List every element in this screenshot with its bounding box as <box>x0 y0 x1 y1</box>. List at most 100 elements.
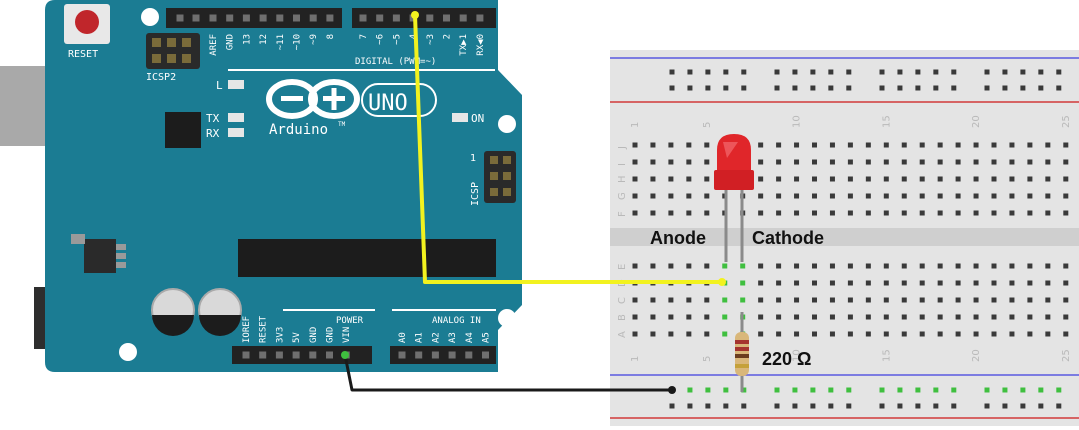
breadboard-hole[interactable] <box>847 176 853 182</box>
breadboard-hole[interactable] <box>901 142 907 148</box>
breadboard-hole[interactable] <box>883 159 889 165</box>
breadboard-hole[interactable] <box>937 210 943 216</box>
breadboard-hole[interactable] <box>1009 297 1015 303</box>
header-pin[interactable] <box>415 351 423 359</box>
breadboard-hole[interactable] <box>1009 331 1015 337</box>
breadboard-hole[interactable] <box>687 85 693 91</box>
breadboard-hole[interactable] <box>812 142 817 148</box>
breadboard-hole[interactable] <box>632 176 638 182</box>
breadboard-hole[interactable] <box>774 403 780 409</box>
breadboard-hole[interactable] <box>686 176 692 182</box>
breadboard-hole[interactable] <box>847 331 853 337</box>
signal-wire[interactable] <box>413 14 722 284</box>
header-pin[interactable] <box>292 351 300 359</box>
breadboard-hole[interactable] <box>704 210 710 216</box>
breadboard-hole[interactable] <box>883 193 889 199</box>
breadboard-hole[interactable] <box>973 331 979 337</box>
breadboard-hole[interactable] <box>687 387 693 393</box>
breadboard-hole[interactable] <box>650 176 656 182</box>
breadboard-hole[interactable] <box>919 176 925 182</box>
breadboard-hole[interactable] <box>1056 69 1062 75</box>
breadboard-hole[interactable] <box>984 69 990 75</box>
breadboard-hole[interactable] <box>937 314 943 320</box>
breadboard-hole[interactable] <box>847 280 853 286</box>
breadboard-hole[interactable] <box>937 193 943 199</box>
breadboard-hole[interactable] <box>937 263 943 269</box>
breadboard-hole[interactable] <box>1002 387 1008 393</box>
breadboard-hole[interactable] <box>704 159 710 165</box>
breadboard-hole[interactable] <box>829 193 835 199</box>
breadboard-hole[interactable] <box>1002 69 1008 75</box>
breadboard-hole[interactable] <box>991 331 997 337</box>
breadboard-hole[interactable] <box>741 403 747 409</box>
breadboard-hole[interactable] <box>1045 331 1051 337</box>
breadboard-hole[interactable] <box>955 193 961 199</box>
breadboard-hole[interactable] <box>812 314 817 320</box>
breadboard-hole[interactable] <box>686 263 692 269</box>
breadboard-hole[interactable] <box>632 193 638 199</box>
header-pin[interactable] <box>259 351 267 359</box>
breadboard-hole[interactable] <box>632 331 638 337</box>
breadboard-hole[interactable] <box>901 297 907 303</box>
breadboard-hole[interactable] <box>668 159 674 165</box>
breadboard-hole[interactable] <box>632 142 638 148</box>
breadboard-hole[interactable] <box>776 331 782 337</box>
breadboard-hole[interactable] <box>740 263 746 269</box>
breadboard-hole[interactable] <box>951 69 957 75</box>
breadboard-hole[interactable] <box>919 280 925 286</box>
breadboard-hole[interactable] <box>847 297 853 303</box>
breadboard-hole[interactable] <box>865 159 871 165</box>
breadboard-hole[interactable] <box>650 297 656 303</box>
breadboard-hole[interactable] <box>973 176 979 182</box>
breadboard-hole[interactable] <box>991 176 997 182</box>
breadboard-hole[interactable] <box>1045 210 1051 216</box>
breadboard-hole[interactable] <box>1056 387 1062 393</box>
breadboard-hole[interactable] <box>1045 159 1051 165</box>
breadboard-hole[interactable] <box>810 69 816 75</box>
breadboard-hole[interactable] <box>883 297 889 303</box>
header-pin[interactable] <box>459 14 467 22</box>
breadboard-hole[interactable] <box>774 69 780 75</box>
breadboard-hole[interactable] <box>1063 193 1069 199</box>
breadboard-hole[interactable] <box>794 331 800 337</box>
header-pin[interactable] <box>392 14 400 22</box>
header-pin[interactable] <box>226 14 234 22</box>
breadboard-hole[interactable] <box>879 403 885 409</box>
breadboard-hole[interactable] <box>632 210 638 216</box>
header-pin[interactable] <box>309 14 317 22</box>
header-pin[interactable] <box>242 14 250 22</box>
breadboard-hole[interactable] <box>812 263 817 269</box>
breadboard-hole[interactable] <box>829 159 835 165</box>
breadboard-hole[interactable] <box>812 210 817 216</box>
breadboard-hole[interactable] <box>865 263 871 269</box>
breadboard-hole[interactable] <box>669 85 675 91</box>
breadboard-hole[interactable] <box>829 263 835 269</box>
header-pin[interactable] <box>326 351 333 359</box>
breadboard-hole[interactable] <box>758 142 764 148</box>
breadboard-hole[interactable] <box>776 210 782 216</box>
breadboard-hole[interactable] <box>901 159 907 165</box>
breadboard-hole[interactable] <box>955 263 961 269</box>
breadboard-hole[interactable] <box>632 314 638 320</box>
breadboard-hole[interactable] <box>901 314 907 320</box>
breadboard-hole[interactable] <box>828 403 834 409</box>
breadboard-hole[interactable] <box>632 263 638 269</box>
breadboard-hole[interactable] <box>847 193 853 199</box>
breadboard-hole[interactable] <box>1027 263 1033 269</box>
breadboard-hole[interactable] <box>758 176 764 182</box>
breadboard-hole[interactable] <box>973 297 979 303</box>
breadboard-hole[interactable] <box>794 176 800 182</box>
header-pin[interactable] <box>426 14 434 22</box>
breadboard-hole[interactable] <box>723 69 729 75</box>
breadboard-hole[interactable] <box>883 142 889 148</box>
header-pin[interactable] <box>443 14 450 22</box>
breadboard-hole[interactable] <box>991 159 997 165</box>
breadboard-hole[interactable] <box>1027 193 1033 199</box>
breadboard-hole[interactable] <box>1038 85 1044 91</box>
breadboard-hole[interactable] <box>722 263 728 269</box>
breadboard-hole[interactable] <box>955 142 961 148</box>
breadboard-hole[interactable] <box>933 85 939 91</box>
breadboard-hole[interactable] <box>1063 314 1069 320</box>
breadboard-hole[interactable] <box>810 387 816 393</box>
breadboard-hole[interactable] <box>919 297 925 303</box>
